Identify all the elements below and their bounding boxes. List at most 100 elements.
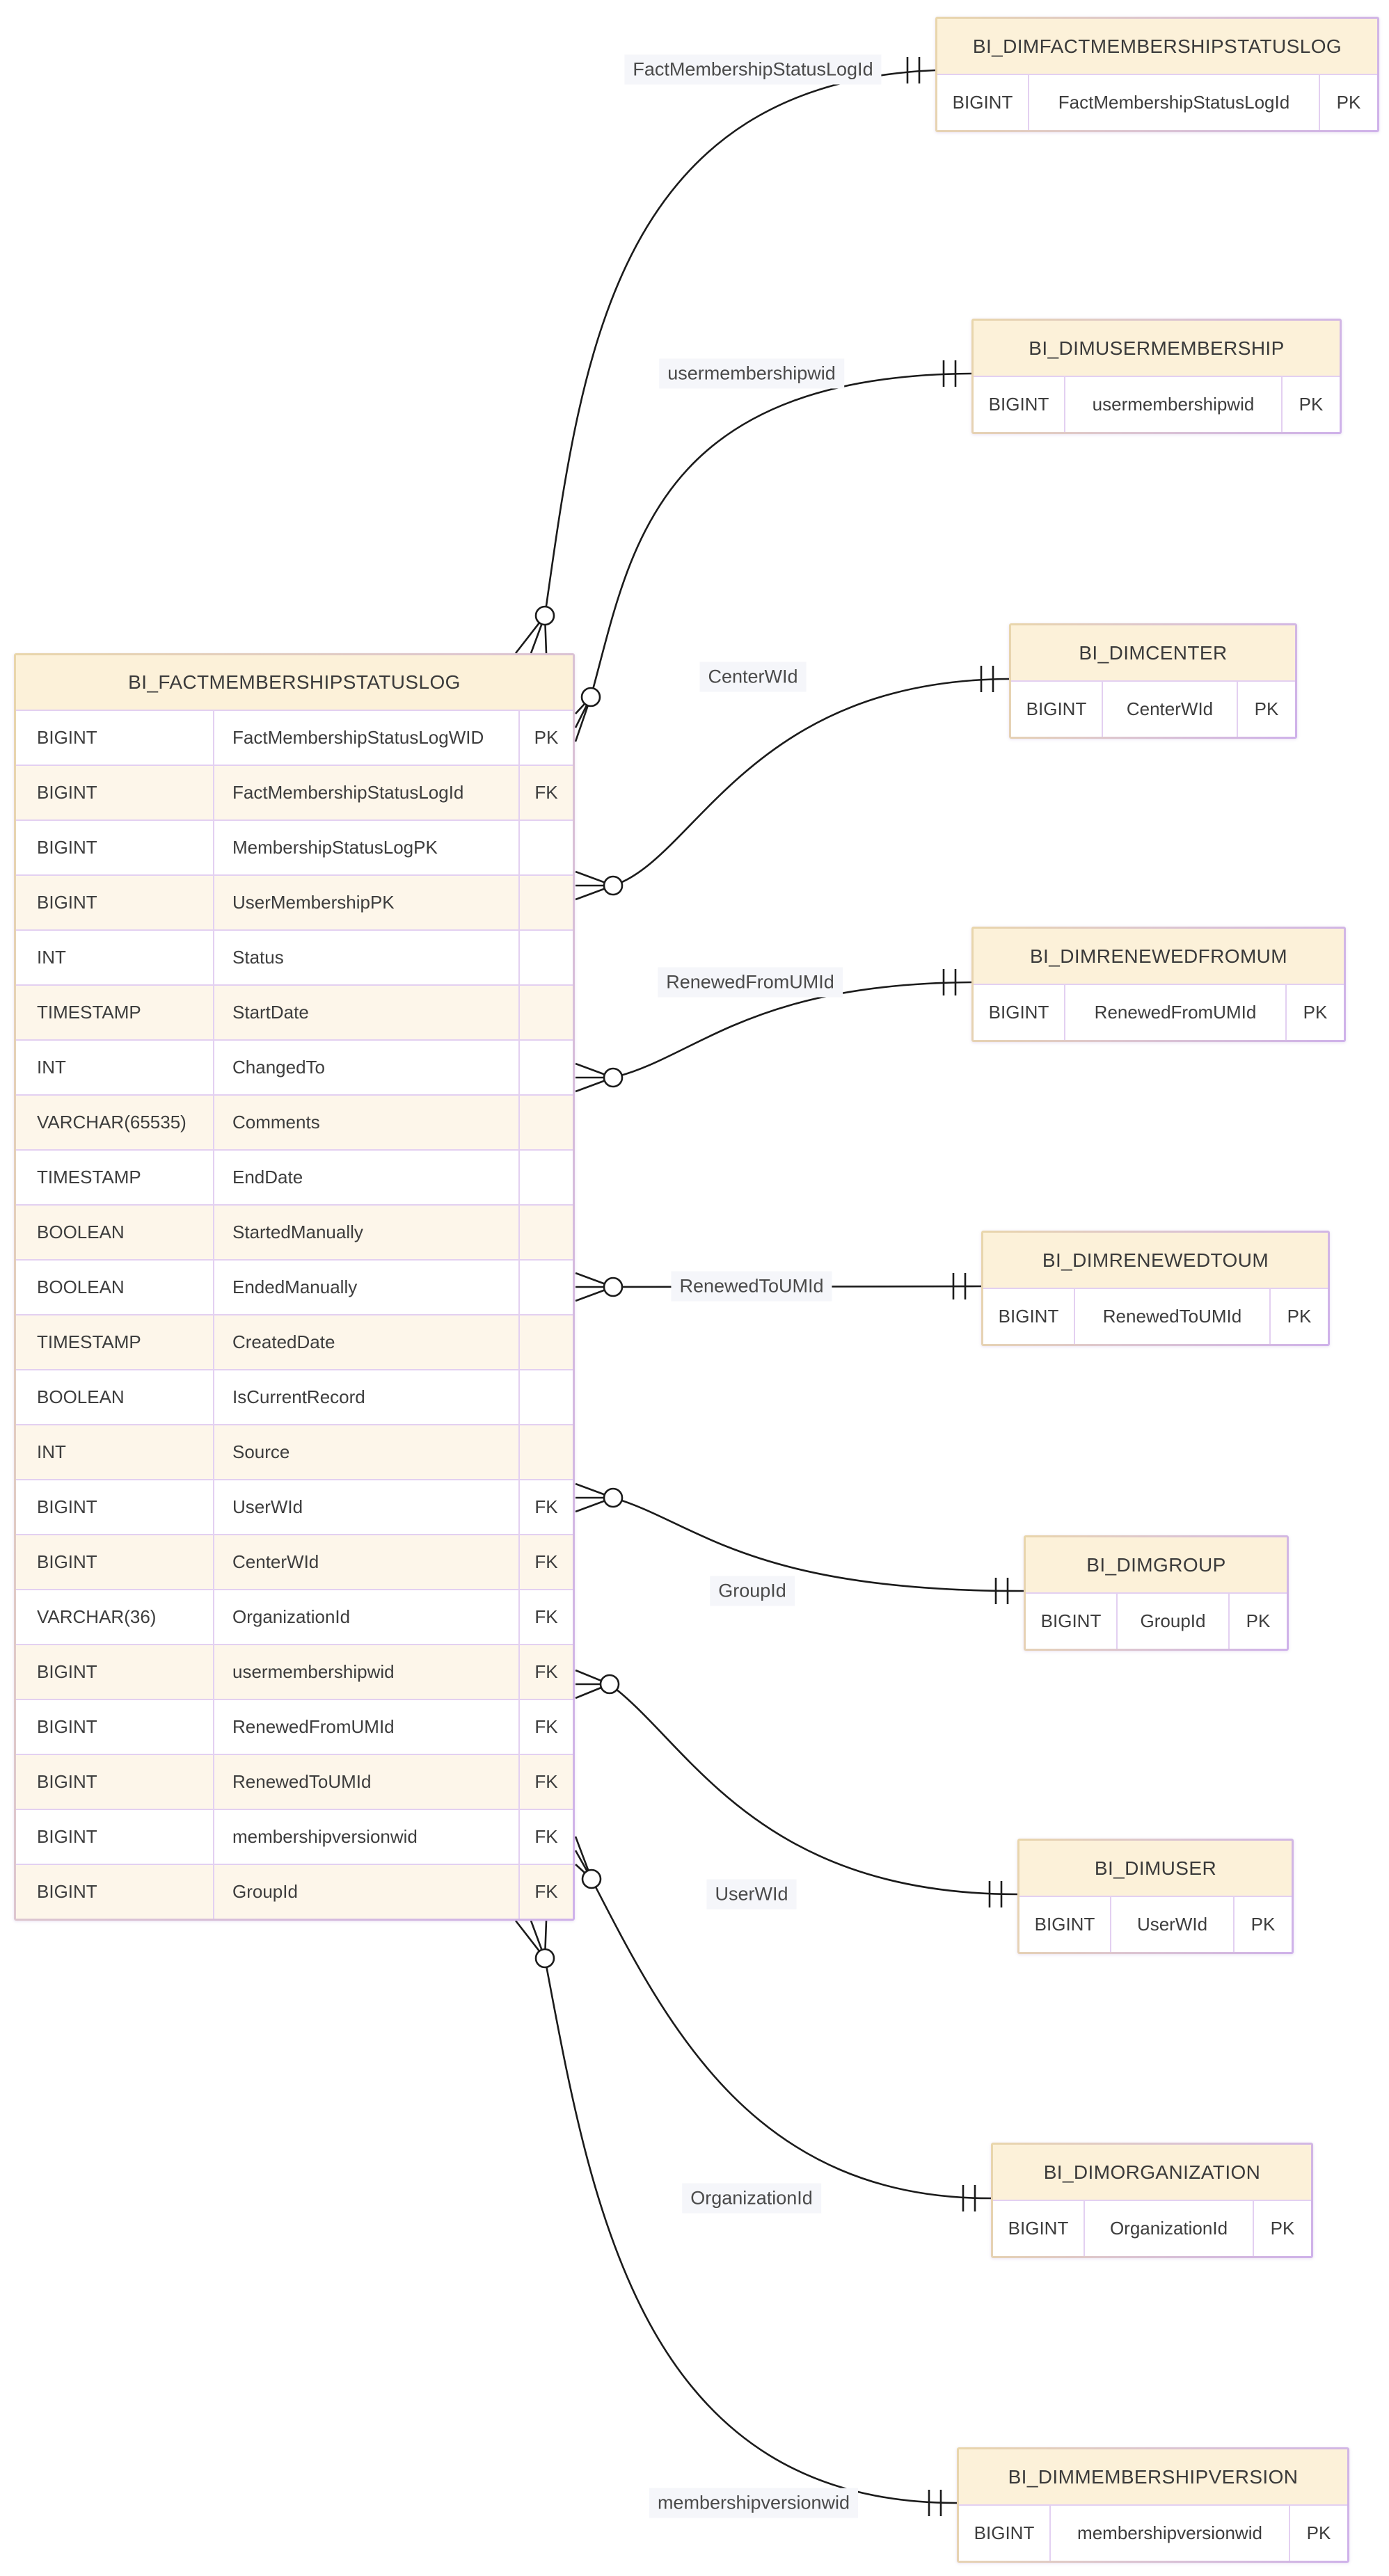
column-key-badge: PK <box>1319 75 1377 130</box>
column-type: VARCHAR(36) <box>37 1606 157 1627</box>
relationship-CenterWId[interactable] <box>575 666 1010 901</box>
column-name: CenterWId <box>1102 682 1237 737</box>
column-name: GroupId <box>213 1865 518 1919</box>
column-name: usermembershipwid <box>213 1645 518 1699</box>
relationship-GroupId[interactable] <box>575 1482 1024 1604</box>
column-type: BIGINT <box>37 1881 97 1902</box>
relationship-line <box>612 678 1010 887</box>
zero-or-many-circle-icon <box>603 1277 624 1297</box>
column-name: membershipversionwid <box>213 1810 518 1864</box>
column-type: BIGINT <box>37 782 97 803</box>
column-name: OrganizationId <box>1084 2201 1253 2256</box>
column-name: Status <box>213 931 518 984</box>
column-key-badge <box>518 1206 573 1259</box>
column-name: RenewedToUMId <box>213 1755 518 1809</box>
column-type: VARCHAR(65535) <box>37 1112 186 1133</box>
relationship-line <box>543 1958 958 2504</box>
relationship-membershipversionwid[interactable] <box>514 1920 958 2516</box>
column-type: INT <box>37 1057 66 1078</box>
column-key-badge: FK <box>518 766 573 819</box>
table-title: BI_DIMGROUP <box>1026 1537 1287 1592</box>
relationship-line <box>612 981 972 1079</box>
relationship-OrganizationId[interactable] <box>574 1836 992 2211</box>
column-type: BIGINT <box>37 1716 97 1737</box>
relationship-RenewedFromUMId[interactable] <box>575 969 972 1093</box>
column-name: CenterWId <box>213 1535 518 1589</box>
column-name: RenewedToUMId <box>1074 1289 1269 1344</box>
relationship-line <box>612 1496 1024 1592</box>
relationship-label: RenewedToUMId <box>671 1271 832 1302</box>
column-name: EndDate <box>213 1151 518 1204</box>
column-key-badge <box>518 1315 573 1369</box>
column-name: OrganizationId <box>213 1590 518 1644</box>
zero-or-many-circle-icon <box>534 1948 555 1969</box>
zero-or-many-circle-icon <box>603 1067 624 1088</box>
relationship-line <box>589 372 972 698</box>
table-row: VARCHAR(65535)Comments <box>16 1094 573 1149</box>
column-key-badge: FK <box>518 1700 573 1754</box>
column-type: TIMESTAMP <box>37 1167 141 1187</box>
column-type: BIGINT <box>974 2522 1035 2543</box>
column-type: BIGINT <box>998 1306 1059 1327</box>
column-key-badge <box>518 1151 573 1204</box>
column-type: BIGINT <box>37 727 97 748</box>
column-key-badge: PK <box>1237 682 1295 737</box>
relationship-usermembershipwid[interactable] <box>574 360 972 742</box>
column-type: BIGINT <box>1008 2218 1069 2239</box>
column-key-badge: FK <box>518 1590 573 1644</box>
column-name: usermembershipwid <box>1064 377 1281 432</box>
relationship-line <box>543 69 936 616</box>
relationship-label: membershipversionwid <box>649 2488 859 2518</box>
zero-or-many-circle-icon <box>580 687 601 707</box>
column-name: RenewedFromUMId <box>1064 985 1285 1040</box>
table-title: BI_DIMMEMBERSHIPVERSION <box>959 2449 1347 2504</box>
relationship-UserWId[interactable] <box>575 1669 1018 1907</box>
table-title: BI_DIMORGANIZATION <box>993 2145 1311 2200</box>
relationship-FactMembershipStatusLogId[interactable] <box>514 57 936 654</box>
table-title: BI_DIMCENTER <box>1011 625 1295 680</box>
zero-or-many-circle-icon <box>603 875 624 896</box>
column-type: INT <box>37 1441 66 1462</box>
zero-or-many-circle-icon <box>603 1487 624 1508</box>
column-type: BIGINT <box>1034 1914 1095 1935</box>
column-key-badge: FK <box>518 1645 573 1699</box>
table-title: BI_FACTMEMBERSHIPSTATUSLOG <box>16 655 573 710</box>
column-key-badge <box>518 1425 573 1479</box>
column-key-badge: PK <box>1228 1594 1287 1649</box>
column-name: GroupId <box>1116 1594 1228 1649</box>
relationship-line <box>590 1878 992 2200</box>
column-name: FactMembershipStatusLogId <box>213 766 518 819</box>
